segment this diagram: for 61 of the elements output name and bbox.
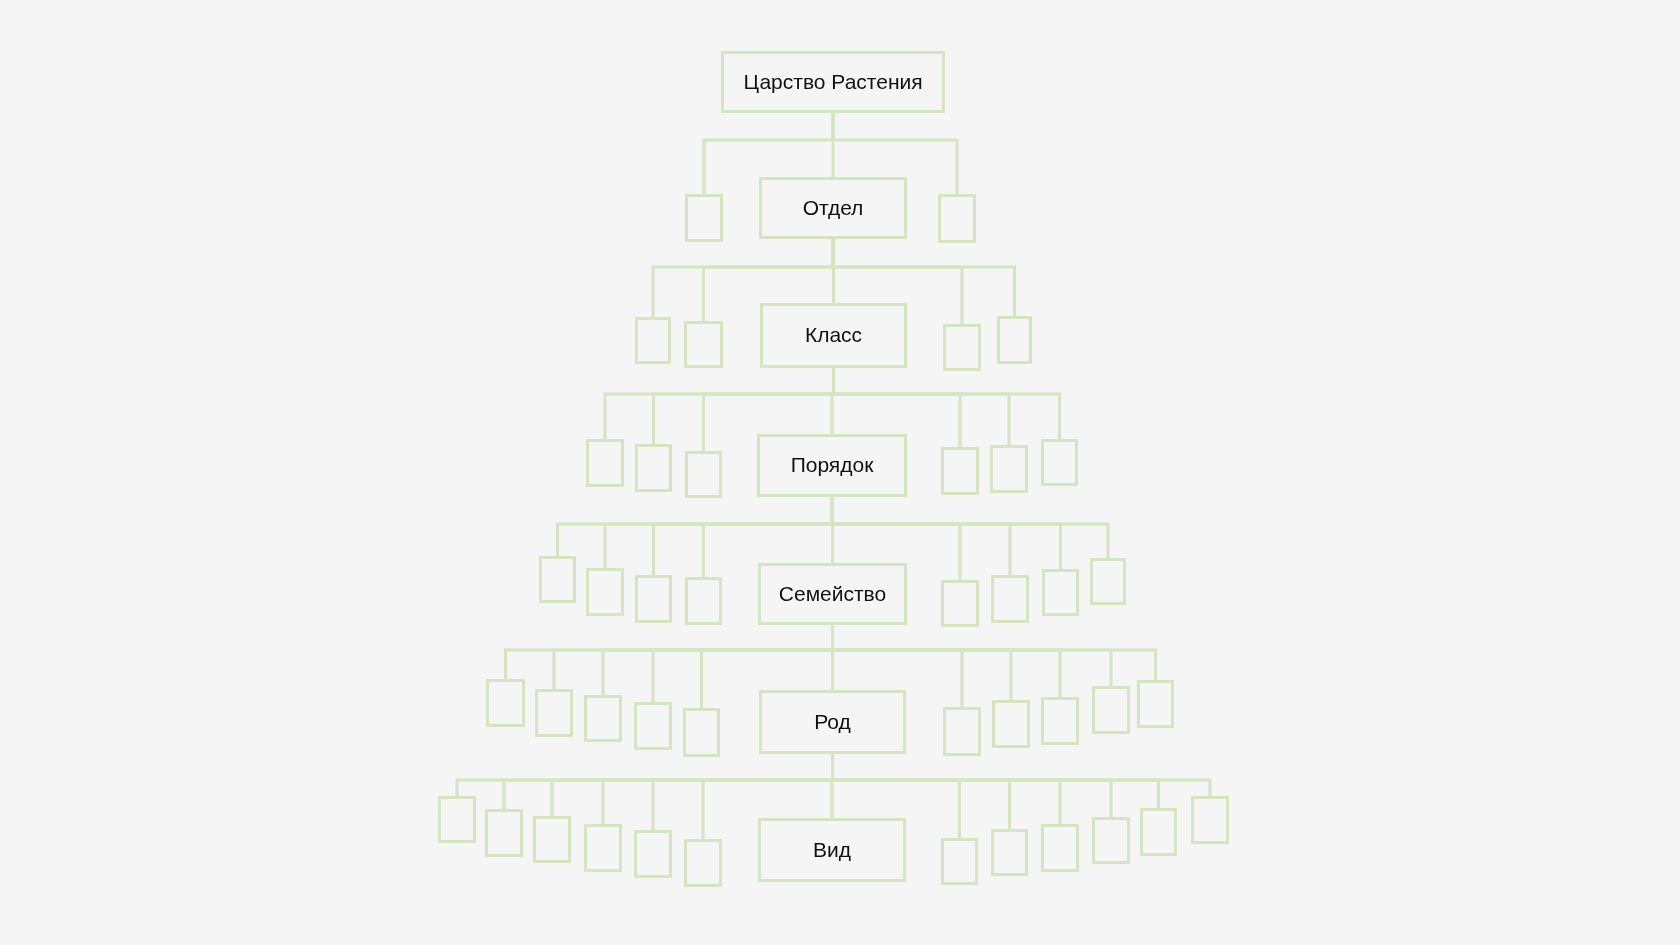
empty-box (1140, 808, 1177, 856)
empty-box (584, 695, 622, 742)
empty-box (685, 451, 722, 498)
empty-box (991, 829, 1028, 876)
empty-box (685, 194, 723, 242)
rank-label: Отдел (802, 194, 864, 221)
empty-box (486, 679, 525, 727)
empty-box (683, 708, 720, 757)
rank-label: Вид (813, 836, 851, 863)
empty-box (943, 324, 981, 371)
empty-box (1042, 569, 1079, 616)
rank-label: Род (814, 708, 851, 735)
empty-box (1137, 680, 1174, 728)
empty-box (992, 700, 1030, 748)
empty-box (586, 568, 624, 616)
rank-box (759, 177, 907, 239)
rank-box (758, 818, 906, 882)
rank-label: Царство Растения (743, 68, 923, 95)
empty-box (941, 447, 979, 495)
empty-box (941, 580, 979, 627)
empty-box (635, 317, 671, 364)
empty-box (1041, 439, 1078, 486)
empty-box (1090, 558, 1126, 605)
empty-box (1041, 824, 1079, 872)
empty-box (943, 707, 981, 756)
rank-box (758, 563, 907, 625)
empty-box (485, 809, 523, 857)
empty-box (685, 577, 722, 625)
empty-box (634, 702, 672, 750)
rank-box (757, 434, 907, 497)
empty-box (438, 796, 476, 843)
empty-box (1041, 697, 1079, 745)
empty-box (584, 824, 622, 872)
empty-box (533, 816, 571, 863)
connector-line (831, 754, 1212, 796)
rank-label: Класс (804, 322, 863, 349)
empty-box (1092, 686, 1130, 734)
rank-box (721, 51, 945, 113)
empty-box (1191, 796, 1229, 844)
rank-box (759, 690, 906, 754)
empty-box (635, 444, 672, 492)
rank-label: Семейство (778, 580, 887, 607)
empty-box (535, 689, 573, 737)
rank-box (760, 303, 907, 368)
connector-line (831, 625, 1157, 680)
empty-box (539, 556, 576, 603)
empty-box (990, 445, 1028, 493)
empty-box (938, 194, 976, 243)
empty-box (634, 830, 672, 878)
empty-box (635, 575, 672, 623)
empty-box (997, 316, 1032, 364)
empty-box (1092, 817, 1130, 864)
empty-box (586, 439, 624, 487)
connector-line (831, 113, 959, 194)
connector-line (832, 368, 1061, 439)
empty-box (684, 321, 723, 368)
empty-box (991, 575, 1029, 623)
empty-box (684, 839, 722, 887)
rank-label: Порядок (790, 452, 874, 479)
connector-line (831, 239, 1016, 316)
empty-box (941, 838, 978, 885)
